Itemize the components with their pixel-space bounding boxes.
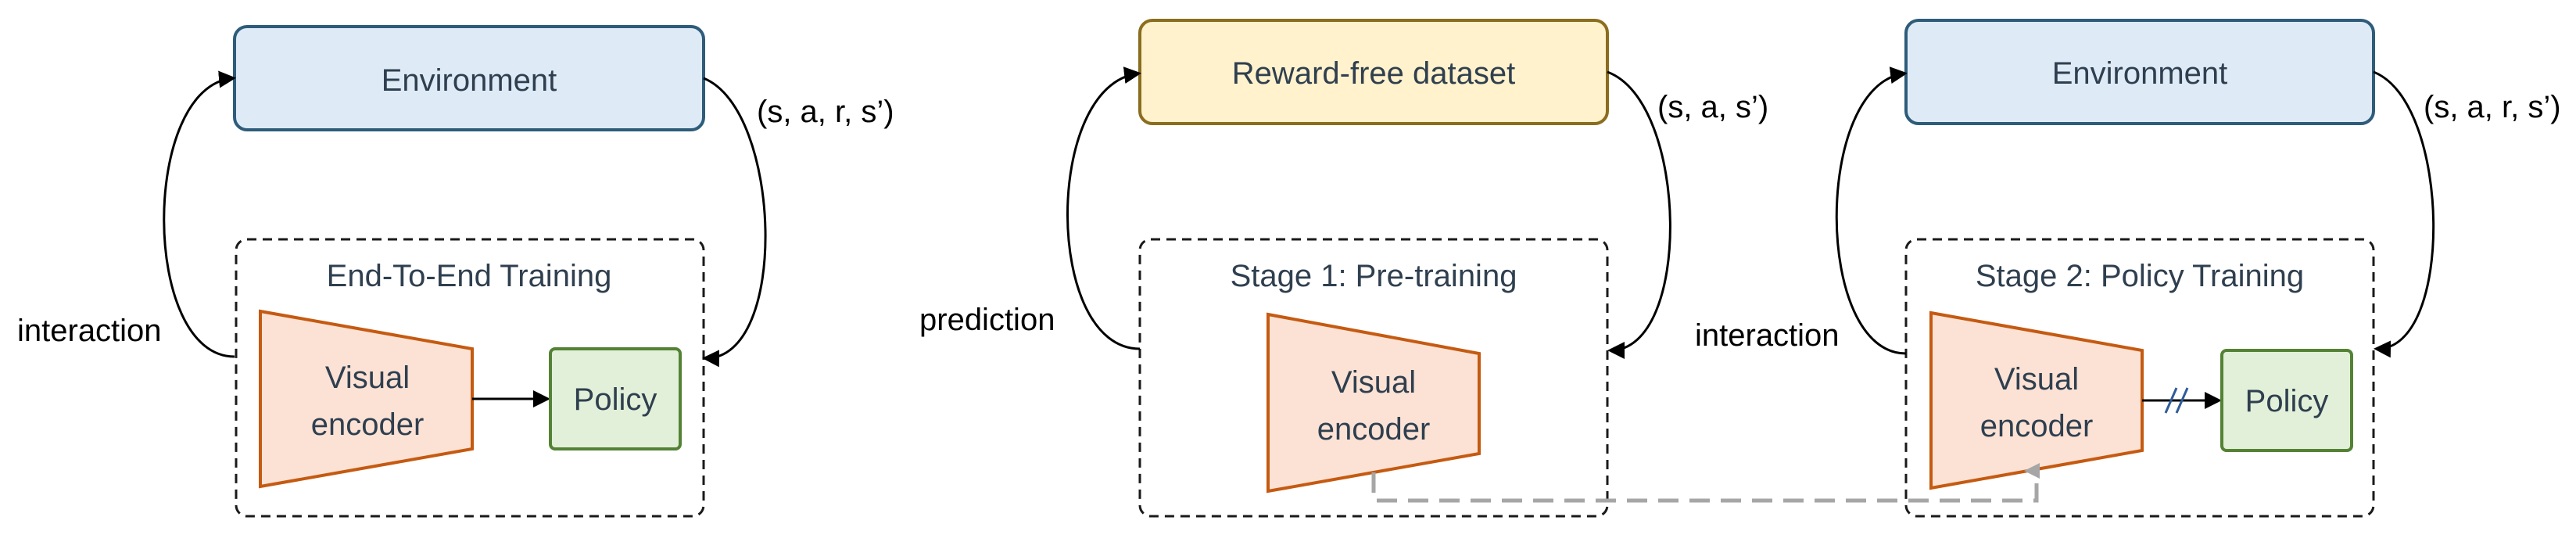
visual-encoder-shape <box>1267 312 1481 494</box>
visual-encoder-label-line2: encoder <box>1317 412 1431 447</box>
prediction-arrow <box>1066 66 1141 350</box>
visual-encoder-label-line1: Visual <box>1994 362 2079 397</box>
panel-policy-training: Environment Stage 2: Policy Training Vis… <box>1695 19 2561 518</box>
prediction-label: prediction <box>919 303 1055 337</box>
policy-label: Policy <box>574 382 657 417</box>
tuple-feedback-arrow <box>1607 70 1671 359</box>
encoder-transfer-arrow <box>1371 463 2040 503</box>
panel-end-to-end: Environment End-To-End Training Visual e… <box>17 25 894 518</box>
group-title: Stage 1: Pre-training <box>1231 259 1517 293</box>
pre-training-group-box <box>1138 238 1609 518</box>
policy-label: Policy <box>2245 384 2329 418</box>
group-title: End-To-End Training <box>327 259 612 293</box>
interaction-label: interaction <box>17 314 162 348</box>
visual-encoder-label-line2: encoder <box>1980 409 2094 443</box>
interaction-arrow <box>163 70 236 358</box>
visual-encoder-shape <box>1929 310 2144 490</box>
visual-encoder-label-line1: Visual <box>325 361 410 395</box>
reward-free-dataset-label: Reward-free dataset <box>1232 56 1515 91</box>
end-to-end-group-box <box>235 238 705 518</box>
group-title: Stage 2: Policy Training <box>1976 259 2304 293</box>
stop-gradient-mark <box>2164 387 2189 414</box>
visual-encoder-label-line2: encoder <box>311 407 425 442</box>
tuple-feedback-arrow <box>2373 70 2435 358</box>
panel-pre-training: Reward-free dataset Stage 1: Pre-trainin… <box>919 19 1768 518</box>
visual-encoder-label-line1: Visual <box>1331 365 1416 400</box>
interaction-arrow <box>1835 66 1908 355</box>
tuple-label: (s, a, r, s’) <box>757 95 894 129</box>
interaction-label: interaction <box>1695 318 1840 353</box>
tuple-label: (s, a, r, s’) <box>2424 90 2561 124</box>
visual-encoder-shape <box>259 309 474 489</box>
environment-label: Environment <box>382 63 557 98</box>
policy-box <box>2220 349 2353 452</box>
tuple-label: (s, a, s’) <box>1657 90 1768 124</box>
tuple-feedback-arrow <box>702 77 767 368</box>
policy-box <box>549 347 682 450</box>
environment-label: Environment <box>2052 56 2228 91</box>
policy-training-group-box <box>1904 238 2375 518</box>
